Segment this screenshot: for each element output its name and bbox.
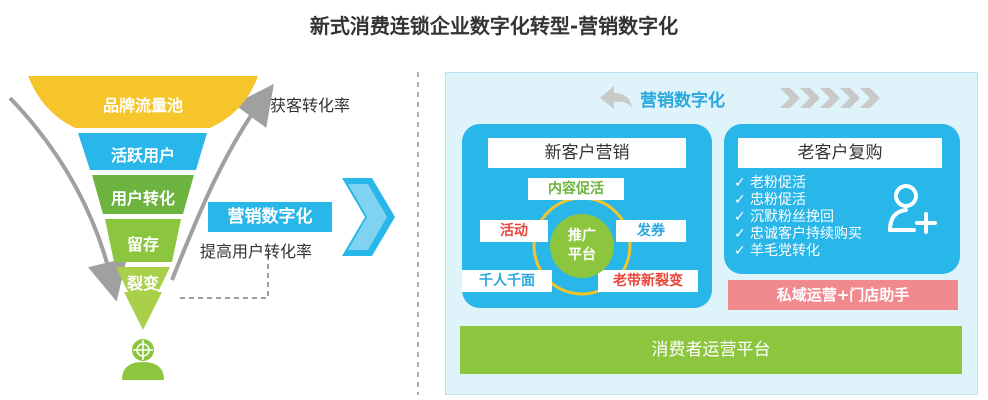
funnel-label-2: 活跃用户 xyxy=(110,146,176,165)
funnel-level-2 xyxy=(78,133,207,170)
funnel-level-3 xyxy=(92,175,194,214)
tag-personalized: 千人千面 xyxy=(462,270,552,292)
panel-header-arrows xyxy=(600,86,880,109)
tag-activity: 活动 xyxy=(480,220,548,242)
tag-content-activation: 内容促活 xyxy=(528,178,624,200)
forward-chevrons-icon xyxy=(780,88,880,108)
check-icon: ✓ xyxy=(734,226,746,242)
old-customer-title: 老客户复购 xyxy=(738,138,942,168)
funnel-level-1 xyxy=(28,76,258,128)
list-item: ✓忠诚客户持续购买 xyxy=(734,226,862,242)
list-item: ✓老粉促活 xyxy=(734,175,806,191)
funnel-tip xyxy=(124,292,162,330)
list-item: ✓沉默粉丝挽回 xyxy=(734,209,834,225)
funnel-label-5: 裂变 xyxy=(126,274,160,293)
funnel-label-1: 品牌流量池 xyxy=(102,96,184,115)
old-customer-list: ✓老粉促活 ✓忠粉促活 ✓沉默粉丝挽回 ✓忠诚客户持续购买 ✓羊毛党转化 xyxy=(734,175,862,260)
consumer-platform-bar: 消费者运营平台 xyxy=(460,326,962,374)
back-arrow-icon xyxy=(600,86,632,109)
user-icon xyxy=(122,339,164,380)
improve-conversion-label: 提高用户转化率 xyxy=(200,242,313,261)
check-icon: ✓ xyxy=(734,209,746,225)
marketing-digital-label: 营销数字化 xyxy=(208,202,332,232)
left-curve-arrow xyxy=(8,96,127,302)
conversion-rate-label: 获客转化率 xyxy=(270,96,351,115)
new-customer-title: 新客户营销 xyxy=(488,138,686,168)
funnel-level-4 xyxy=(105,219,181,262)
funnel-label-4: 留存 xyxy=(126,235,160,254)
promotion-platform-hub: 推广平台 xyxy=(550,214,614,278)
list-item: ✓忠粉促活 xyxy=(734,192,806,208)
right-curve-arrow xyxy=(170,83,274,281)
funnel-label-3: 用户转化 xyxy=(110,189,176,208)
check-icon: ✓ xyxy=(734,175,746,191)
page-title: 新式消费连锁企业数字化转型-营销数字化 xyxy=(309,14,679,38)
panel-title: 营销数字化 xyxy=(640,91,725,111)
check-icon: ✓ xyxy=(734,192,746,208)
check-icon: ✓ xyxy=(734,243,746,259)
private-domain-bar: 私域运营+门店助手 xyxy=(728,280,958,310)
tag-referral: 老带新裂变 xyxy=(598,270,698,292)
tag-coupon: 发券 xyxy=(616,220,686,242)
dashed-connector xyxy=(180,250,269,299)
funnel-level-5 xyxy=(116,267,170,300)
add-user-icon xyxy=(888,184,937,234)
list-item: ✓羊毛党转化 xyxy=(734,243,820,259)
